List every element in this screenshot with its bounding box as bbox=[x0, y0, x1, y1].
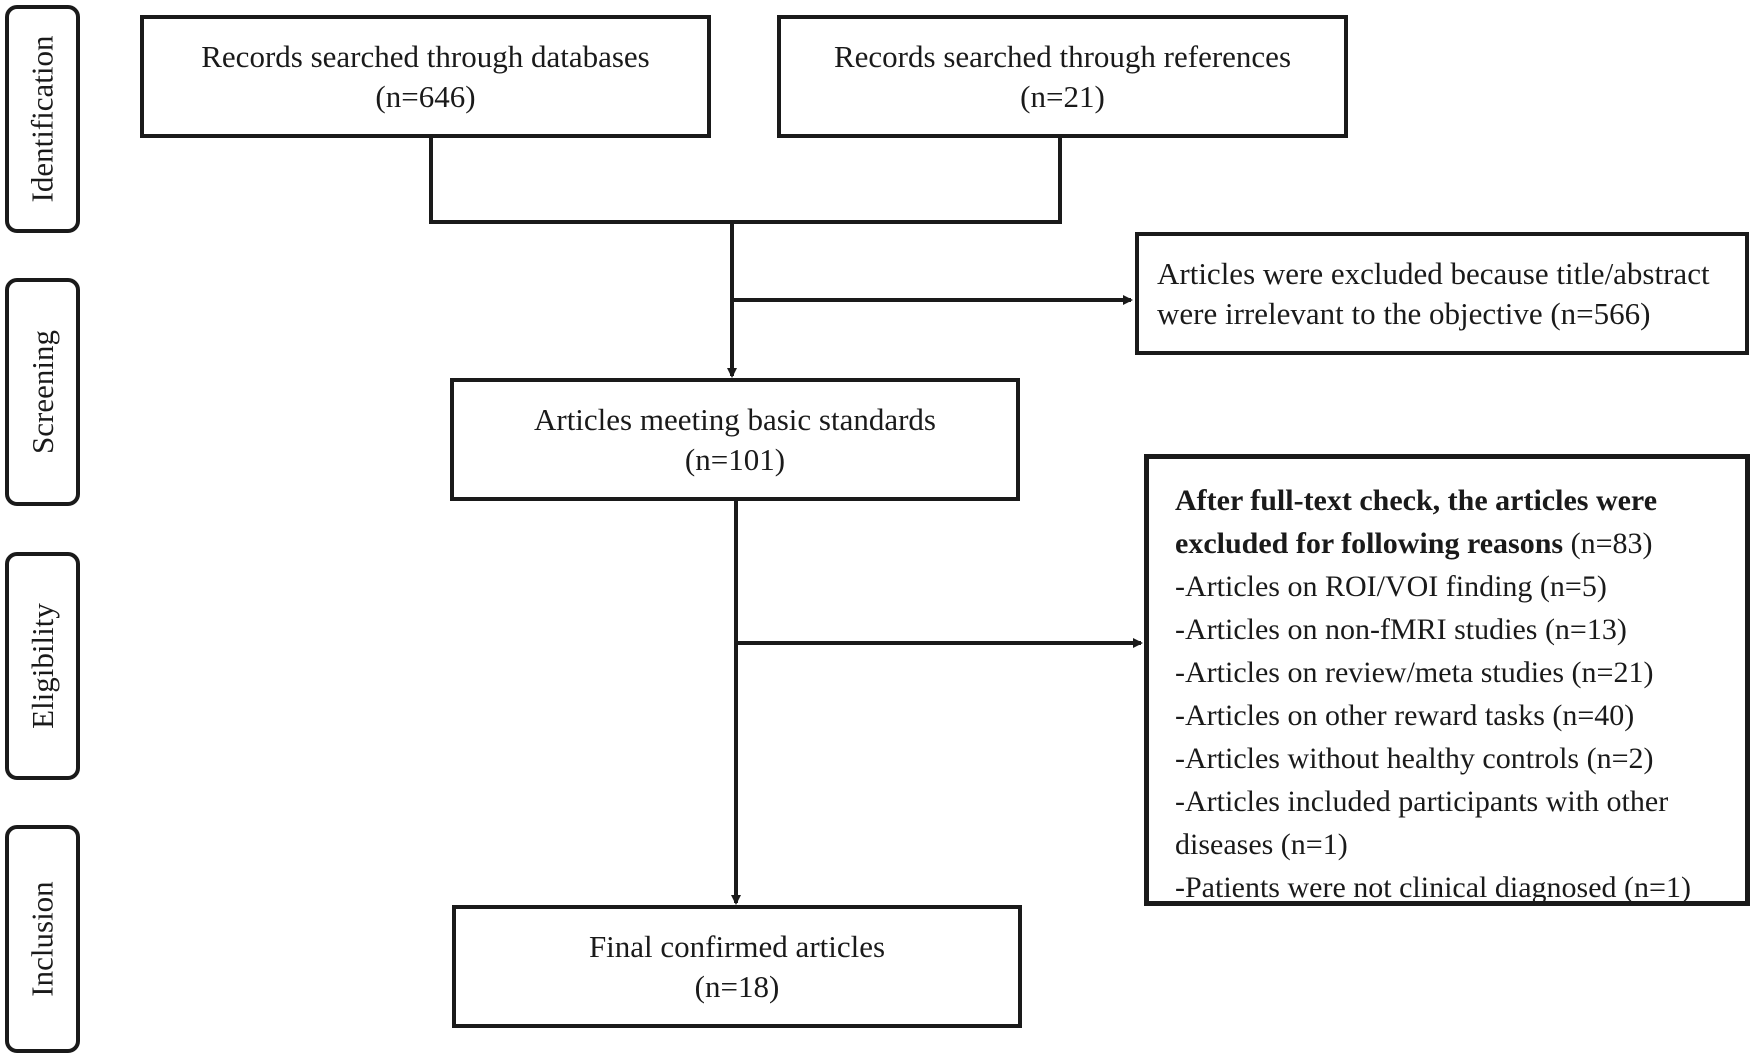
fulltext-exclusion-box: After full-text check, the articles were… bbox=[1144, 454, 1750, 906]
phase-screening-label: Screening bbox=[24, 330, 60, 454]
exclusion-reason: -Articles on review/meta studies (n=21) bbox=[1175, 656, 1654, 689]
fulltext-exclusion-heading-bold: excluded for following reasons bbox=[1175, 527, 1564, 560]
exclusion-reason: -Patients were not clinical diagnosed (n… bbox=[1175, 871, 1691, 904]
title-abstract-exclusion-line1: Articles were excluded because title/abs… bbox=[1157, 255, 1710, 291]
phase-screening: Screening bbox=[5, 278, 80, 506]
final-articles-count: (n=18) bbox=[694, 968, 780, 1004]
references-box: Records searched through references (n=2… bbox=[777, 15, 1348, 138]
final-articles-label: Final confirmed articles bbox=[588, 928, 886, 964]
exclusion-reason: -Articles on ROI/VOI finding (n=5) bbox=[1175, 570, 1607, 603]
basic-standards-label: Articles meeting basic standards bbox=[533, 401, 937, 437]
phase-identification: Identification bbox=[5, 5, 80, 233]
databases-box: Records searched through databases (n=64… bbox=[140, 15, 711, 138]
fulltext-exclusion-heading-line1: After full-text check, the articles were bbox=[1175, 484, 1658, 517]
exclusion-reason: diseases (n=1) bbox=[1175, 828, 1348, 861]
merge-connector bbox=[429, 138, 1062, 224]
phase-eligibility-label: Eligibility bbox=[24, 603, 60, 729]
basic-standards-count: (n=101) bbox=[684, 441, 786, 477]
title-abstract-exclusion-box: Articles were excluded because title/abs… bbox=[1135, 232, 1749, 355]
phase-eligibility: Eligibility bbox=[5, 552, 80, 780]
references-label: Records searched through references bbox=[833, 38, 1292, 74]
exclusion-reason: -Articles without healthy controls (n=2) bbox=[1175, 742, 1654, 775]
references-count: (n=21) bbox=[1020, 78, 1105, 114]
title-abstract-exclusion-line2: were irrelevant to the objective (n=566) bbox=[1157, 295, 1651, 331]
databases-label: Records searched through databases bbox=[201, 38, 650, 74]
exclusion-reason: -Articles included participants with oth… bbox=[1175, 785, 1669, 818]
final-articles-box: Final confirmed articles (n=18) bbox=[452, 905, 1022, 1028]
phase-identification-label: Identification bbox=[24, 35, 60, 203]
phase-inclusion: Inclusion bbox=[5, 825, 80, 1053]
phase-inclusion-label: Inclusion bbox=[24, 881, 60, 997]
fulltext-exclusion-count: (n=83) bbox=[1563, 527, 1653, 560]
fulltext-exclusion-heading-line2: excluded for following reasons (n=83) bbox=[1175, 522, 1745, 565]
databases-count: (n=646) bbox=[375, 78, 476, 114]
exclusion-reason: -Articles on non-fMRI studies (n=13) bbox=[1175, 613, 1627, 646]
basic-standards-box: Articles meeting basic standards (n=101) bbox=[450, 378, 1020, 501]
exclusion-reason: -Articles on other reward tasks (n=40) bbox=[1175, 699, 1635, 732]
